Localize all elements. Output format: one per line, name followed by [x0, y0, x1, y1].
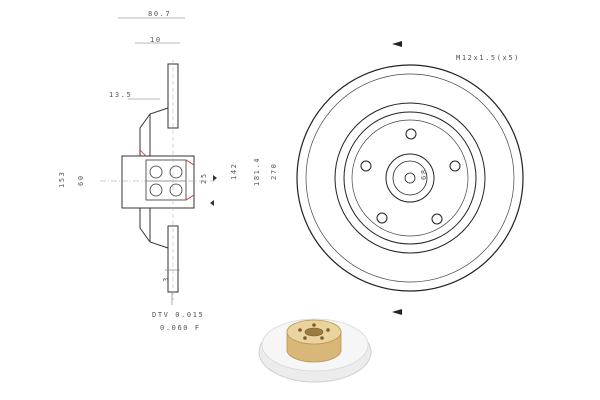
hub-body	[121, 155, 195, 209]
thread-spec: M12x1.5(x5)	[456, 54, 520, 62]
dim-pcd: 181.4	[253, 157, 261, 186]
bolt-hole-5	[360, 160, 372, 172]
disc-inner-ring-2	[343, 111, 477, 245]
rotation-arrow-top-icon	[392, 41, 402, 47]
disc-inner-ring-1	[334, 102, 486, 254]
photo-bolt-3	[326, 328, 330, 332]
bolt-hole-3	[431, 213, 443, 225]
hub-center-bore	[392, 160, 428, 196]
front-view: M12x1.5(x5) 68 142 181.4 270	[230, 41, 524, 315]
bearing-ball-4	[169, 183, 183, 197]
dim-hub-offset: 10	[150, 36, 162, 44]
bolt-hole-2	[449, 160, 461, 172]
hatch-red-3	[139, 149, 147, 157]
bearing-outline	[145, 159, 187, 201]
dim-disc-dia: 270	[270, 163, 278, 180]
photo-bolt-5	[303, 336, 307, 340]
hub-center-ring	[385, 153, 435, 203]
disc-outer-edge	[296, 64, 524, 292]
disc-hat-ring	[351, 119, 469, 237]
bearing-ball-1	[149, 165, 163, 179]
dim-flange: 13.5	[109, 91, 132, 99]
dim-stub: 3	[162, 276, 170, 282]
hub-center-point	[404, 172, 416, 184]
dim-outer-dia-left: 153	[58, 171, 66, 188]
hatch-red-1	[185, 159, 195, 166]
dim-seat: 25	[200, 172, 208, 184]
dim-arrow-right	[213, 175, 217, 181]
photo-bolt-4	[320, 336, 324, 340]
dim-bore: 60	[77, 174, 85, 186]
bearing-ball-3	[149, 183, 163, 197]
bearing-ball-2	[169, 165, 183, 179]
photo-bolt-2	[312, 323, 316, 327]
hub-hat-upper	[139, 107, 169, 156]
disc-outer-ring	[305, 73, 515, 283]
bolt-hole-4	[376, 212, 388, 224]
tolerance-line-2: 0.060 F	[160, 324, 201, 332]
dim-arrow-left	[210, 200, 214, 206]
hatch-red-2	[185, 194, 195, 201]
photo-hub-bore	[304, 327, 324, 337]
brake-disc-photo	[258, 318, 372, 383]
photo-bolt-1	[298, 328, 302, 332]
bolt-hole-1	[405, 128, 417, 140]
dim-center: 68	[420, 168, 428, 180]
dim-top-width: 80.7	[148, 10, 171, 18]
tolerance-line-1: DTV 0.015	[152, 311, 204, 319]
rotation-arrow-bottom-icon	[392, 309, 402, 315]
dim-hub-dia: 142	[230, 163, 238, 180]
side-section-view: 80.7 10 13.5 153 60 25	[58, 10, 217, 332]
